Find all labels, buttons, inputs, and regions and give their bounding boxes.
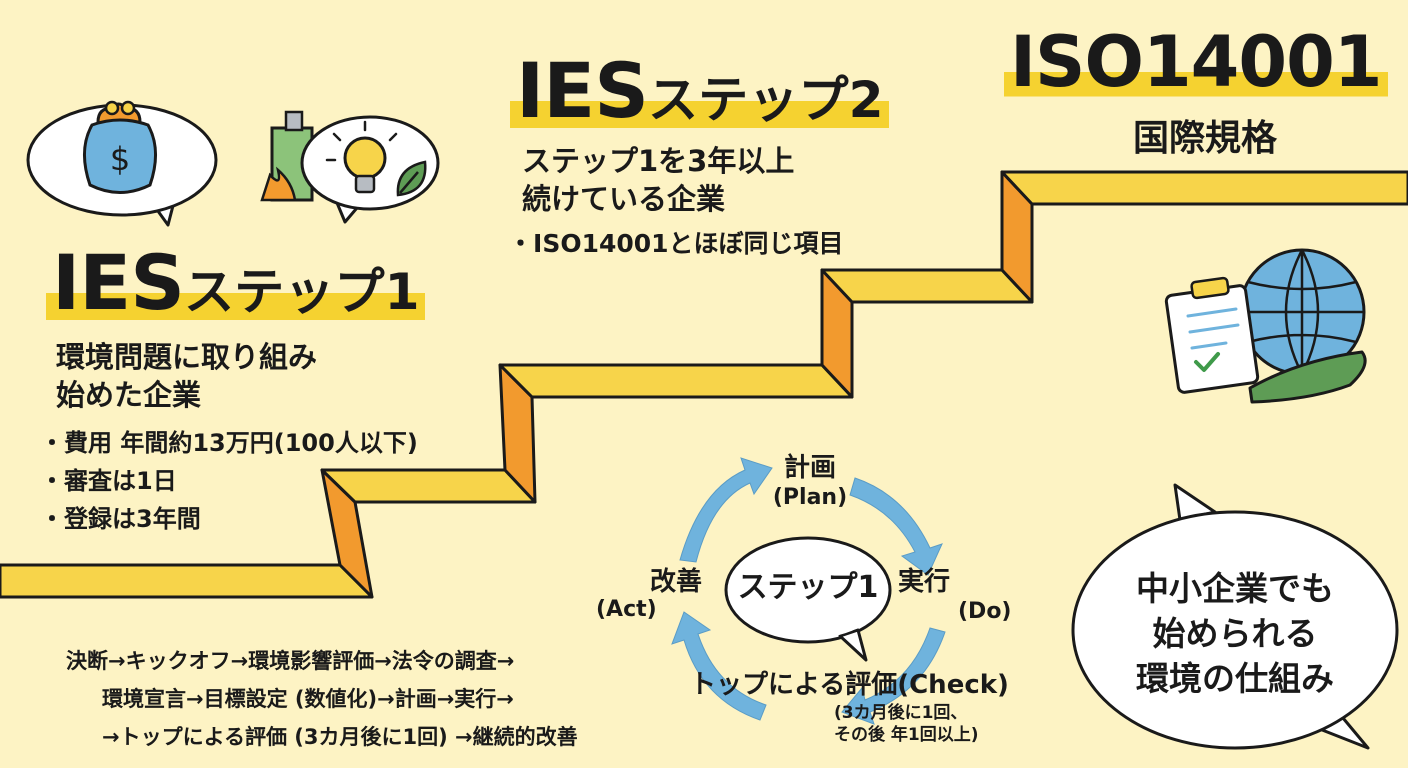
lightbulb-icon bbox=[325, 120, 398, 194]
right-bubble bbox=[1071, 483, 1399, 750]
clipboard-icon bbox=[1164, 276, 1260, 394]
bubble-text: 中小企業でも 始められる 環境の仕組み bbox=[1085, 566, 1385, 701]
staircase bbox=[0, 170, 1408, 599]
step2-bullets: ISO14001とほぼ同じ項目 bbox=[508, 226, 844, 262]
step1-description: 環境問題に取り組み 始めた企業 bbox=[56, 338, 317, 414]
center-bubble bbox=[724, 536, 892, 662]
cycle-check-note-1: (3カ月後に1回、 bbox=[834, 703, 968, 723]
cycle-act-en-label: (Act) bbox=[596, 597, 657, 622]
bubble-line-2: 始められる bbox=[1152, 614, 1318, 653]
cycle-check-note-2: その後 年1回以上) bbox=[834, 725, 979, 745]
cycle-center-label: ステップ1 bbox=[737, 570, 879, 605]
step1-desc-line2: 始めた企業 bbox=[56, 378, 202, 412]
step1-title-kana: ステップ1 bbox=[183, 262, 420, 321]
step2-bullet-items: ISO14001とほぼ同じ項目 bbox=[508, 226, 844, 262]
stair-floor bbox=[0, 563, 374, 599]
cycle-check-label: トップによる評価(Check) bbox=[690, 670, 1009, 700]
step2-description: ステップ1を3年以上 続けている企業 bbox=[522, 142, 794, 218]
dollar-icon: $ bbox=[110, 140, 130, 178]
process-line-1: 決断→キックオフ→環境影響評価→法令の調査→ bbox=[66, 649, 515, 673]
cycle-arrow-top-right bbox=[849, 477, 943, 576]
stair-top bbox=[1000, 170, 1408, 206]
stair-tread-3 bbox=[820, 268, 1034, 304]
step2-desc-line1: ステップ1を3年以上 bbox=[522, 144, 795, 178]
bubble-line-3: 環境の仕組み bbox=[1136, 659, 1334, 698]
cycle-do-en-label: (Do) bbox=[958, 599, 1012, 624]
step1-bullets: 費用 年間約13万円(100人以下) 審査は1日 登録は3年間 bbox=[40, 424, 418, 538]
cycle-arrow-right-bottom bbox=[841, 627, 946, 725]
iso-subtitle: 国際規格 bbox=[1132, 118, 1277, 159]
wallet-icon: $ bbox=[83, 100, 157, 194]
step1-desc-line1: 環境問題に取り組み bbox=[56, 340, 318, 374]
cycle-do-label: 実行 bbox=[898, 567, 951, 597]
pdca-cycle bbox=[671, 457, 946, 725]
process-line-3: →トップによる評価 (3カ月後に1回) →継続的改善 bbox=[102, 725, 578, 749]
process-line-2: 環境宣言→目標設定 (数値化)→計画→実行→ bbox=[102, 687, 514, 711]
cycle-plan-label: 計画 bbox=[783, 453, 836, 483]
stair-tread-2 bbox=[498, 363, 854, 399]
leaf-icon bbox=[396, 160, 427, 197]
step2-title: IESステップ2 bbox=[510, 46, 890, 143]
bubble-line-1: 中小企業でも bbox=[1136, 569, 1334, 608]
iso-title-text: ISO14001 bbox=[1004, 21, 1388, 103]
hand-icon bbox=[1248, 350, 1367, 404]
step1-title-latin: IES bbox=[52, 238, 185, 327]
process-flow: 決断→キックオフ→環境影響評価→法令の調査→ 環境宣言→目標設定 (数値化)→計… bbox=[66, 642, 578, 756]
cycle-arrow-left-top bbox=[679, 457, 773, 563]
step2-title-latin: IES bbox=[516, 46, 649, 135]
cycle-act-label: 改善 bbox=[650, 567, 703, 597]
cycle-arrow-bottom-left bbox=[671, 611, 767, 721]
step1-title: IESステップ1 bbox=[46, 238, 426, 335]
cycle-plan-en-label: (Plan) bbox=[772, 485, 848, 510]
checkmark-icon bbox=[1194, 352, 1220, 372]
iso-title: ISO14001 bbox=[1004, 21, 1388, 103]
step1-bullet-audit: 審査は1日 bbox=[40, 462, 418, 500]
step2-desc-line2: 続けている企業 bbox=[522, 182, 726, 216]
step2-title-kana: ステップ2 bbox=[647, 70, 884, 129]
step1-bullet-cost: 費用 年間約13万円(100人以下) bbox=[40, 424, 418, 462]
step1-bullet-registration: 登録は3年間 bbox=[40, 500, 418, 538]
